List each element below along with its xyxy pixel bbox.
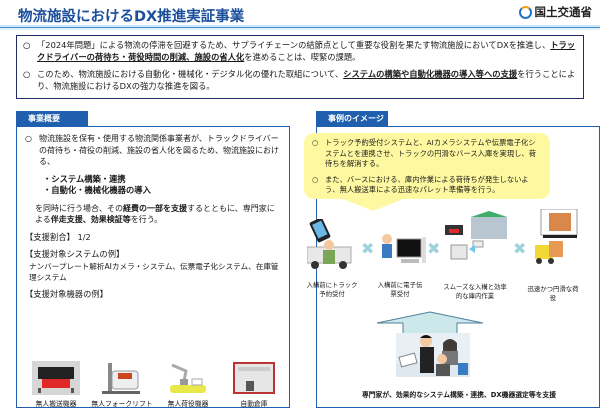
cargo-truck-icon (531, 208, 581, 273)
ministry-logo: 国土交通省 (518, 4, 593, 20)
device-item: 自動倉庫 (223, 361, 285, 411)
emphasis: 経費の一部を支援 (123, 203, 187, 213)
flow-step-label: スムーズな入構と効率的な庫内作業 (443, 283, 507, 300)
warehouse-icon (443, 211, 507, 271)
cross-icon: ✖ (513, 239, 527, 258)
summary-emphasis: トラックドライバーの荷待ち・荷役時間の削減、施設の省人化 (37, 40, 576, 62)
forklift-icon (98, 361, 146, 395)
overview-intro: ○ 物流施設を保有・使用する物流関係事業者が、トラックドライバーの荷待ち・荷役の… (25, 133, 281, 168)
device-item: 無人フォークリフト (91, 361, 153, 411)
text: を同時に行う場合、その (35, 203, 123, 213)
text: するとともに、専門家による (35, 203, 275, 225)
case-image-panel: ○ トラック予約受付システムと、AIカメラシステムや伝票電子化システムとを連携さ… (304, 126, 600, 408)
devices-heading: 【支援対象機器の例】 (25, 288, 108, 299)
project-overview-panel: ○ 物流施設を保有・使用する物流関係事業者が、トラックドライバーの荷待ち・荷役の… (16, 126, 290, 408)
bubble-item: ○ また、バースにおける、庫内作業による荷待ちが発生しないよう、無人搬送車による… (312, 175, 542, 196)
summary-item: ○ このため、物流施設における自動化・機械化・デジタル化の優れた取組について、シ… (23, 68, 577, 92)
cross-icon: ✖ (427, 239, 441, 258)
flow-step-label: 迅速かつ円滑な荷役 (527, 285, 579, 302)
bullet-circle-icon: ○ (23, 69, 31, 79)
overview-continuation: を同時に行う場合、その経費の一部を支援するとともに、専門家による伴走支援、効果検… (35, 203, 281, 226)
flow-step-label: 入構前に電子伝票受付 (377, 281, 423, 298)
header-divider (0, 25, 600, 30)
list-item: ・自動化・機械化機器の導入 (43, 185, 151, 195)
bubble-item: ○ トラック予約受付システムと、AIカメラシステムや伝票電子化システムとを連携さ… (312, 138, 542, 170)
overview-list: ・システム構築・連携 ・自動化・機械化機器の導入 (43, 174, 281, 197)
device-item: 無人荷役機器 (157, 361, 219, 411)
mlit-logo-icon (518, 5, 532, 19)
device-item: 無人搬送機器 (25, 361, 87, 411)
summary-item: ○ 「2024年問題」による物流の停滞を回避するため、サプライチェーンの結節点と… (23, 39, 577, 63)
ministry-name: 国土交通省 (534, 5, 593, 19)
summary-text: を進めることは、喫緊の課題。 (244, 52, 361, 62)
emphasis: 伴走支援、効果検証等 (50, 215, 131, 224)
page-title: 物流施設におけるDX推進実証事業 (18, 9, 245, 25)
summary-text: 「2024年問題」による物流の停滞を回避するため、サプライチェーンの結節点として… (37, 40, 551, 50)
bullet-circle-icon: ○ (312, 174, 319, 184)
experts-meeting-icon (396, 333, 470, 377)
device-label: 無人荷役機器 (167, 400, 209, 408)
bullet-circle-icon: ○ (25, 134, 32, 143)
systems-heading: 【支援対象システムの例】 (25, 249, 125, 259)
case-description-bubble: ○ トラック予約受付システムと、AIカメラシステムや伝票電子化システムとを連携さ… (304, 133, 550, 199)
up-arrow-icon (375, 311, 485, 335)
support-ratio-label: 【支援割合】 (25, 231, 75, 242)
computer-icon (379, 231, 427, 275)
summary-text: このため、物流施設における自動化・機械化・デジタル化の優れた取組について、 (37, 69, 344, 79)
device-label: 無人搬送機器 (35, 400, 77, 408)
bubble-text: トラック予約受付システムと、AIカメラシステムや伝票電子化システムとを連携させ、… (325, 138, 537, 168)
agv-icon (32, 361, 80, 395)
header: 物流施設におけるDX推進実証事業 国土交通省 (0, 0, 600, 30)
systems-text: ナンバープレート解析AIカメラ・システム、伝票電子化システム、在庫管理システム (29, 261, 279, 282)
list-item: ・システム構築・連携 (43, 173, 126, 184)
summary-text: を行うことにより、物流施設におけるDXの強力な推進を図る。 (37, 69, 576, 91)
overview-intro-text: 物流施設を保有・使用する物流関係事業者が、トラックドライバーの荷待ち・荷役の削減… (39, 134, 279, 166)
support-ratio-value: 1/2 (77, 231, 91, 242)
flow-step-label: 入構前にトラック予約受付 (306, 281, 358, 298)
bubble-text: また、バースにおける、庫内作業による荷待ちが発生しないよう、無人搬送車による迅速… (325, 174, 529, 195)
support-ratio: 【支援割合】 1/2 (25, 232, 281, 244)
device-label: 無人フォークリフト (91, 400, 153, 408)
device-label: 自動倉庫 (240, 400, 268, 408)
bubble-tail (343, 199, 403, 211)
text: を行う。 (130, 215, 163, 224)
tab-case-image: 事例のイメージ (316, 111, 388, 126)
bullet-circle-icon: ○ (23, 40, 31, 50)
summary-emphasis: システムの構築や自動化機器の導入等への支援 (343, 69, 518, 79)
tab-project-overview: 事業概要 (16, 111, 88, 126)
bullet-circle-icon: ○ (312, 138, 319, 147)
cross-icon: ✖ (361, 239, 375, 258)
expert-support-caption: 専門家が、効果的なシステム構築・連携、DX機器選定等を支援 (361, 391, 557, 399)
automated-warehouse-icon (230, 361, 278, 395)
device-examples: 無人搬送機器 無人フォークリフト 無人荷役機器 自動倉庫 (25, 361, 285, 411)
summary-box: ○ 「2024年問題」による物流の停滞を回避するため、サプライチェーンの結節点と… (16, 35, 584, 99)
case-flow: ✖ ✖ ✖ 入構前にトラック予約受付 入構前に電子伝票受付 スムーズな入構と効率… (303, 208, 599, 309)
robot-arm-icon (164, 361, 212, 395)
truck-reservation-icon (306, 217, 355, 275)
